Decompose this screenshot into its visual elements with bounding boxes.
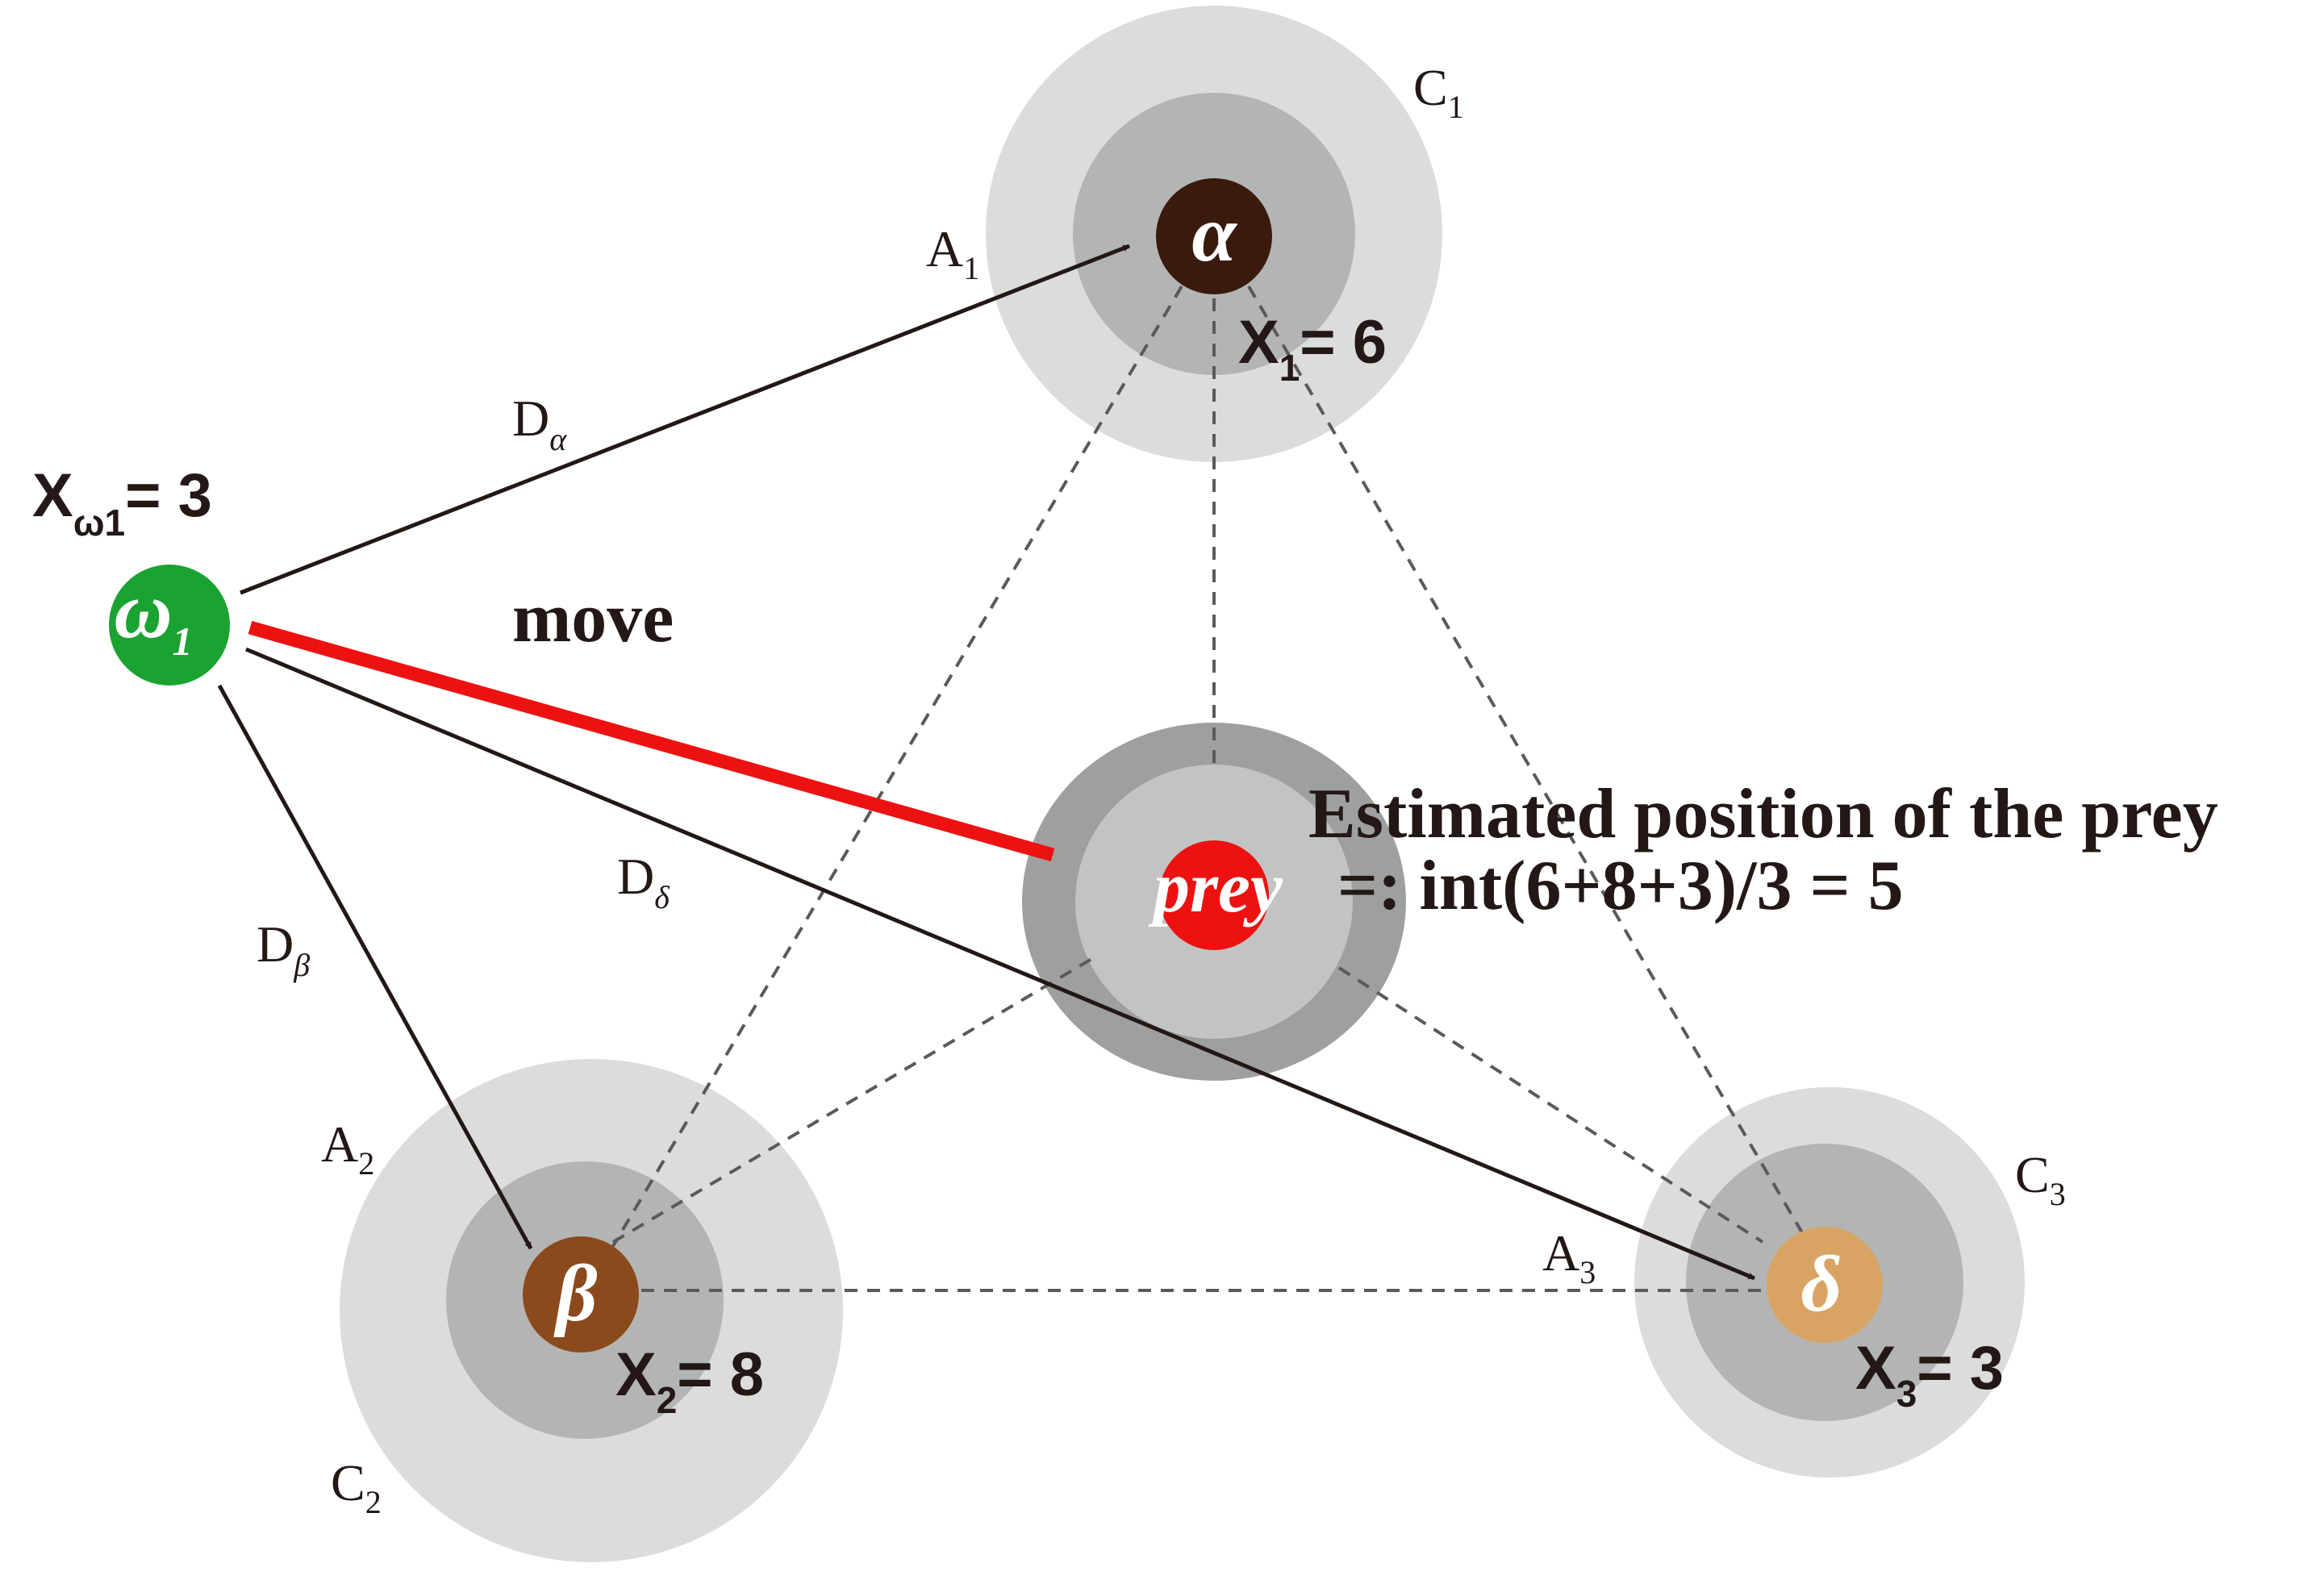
- omega-symbol: ω1: [114, 565, 192, 664]
- omega-dot: [109, 565, 230, 686]
- beta-coefficient-a: A2: [321, 1115, 374, 1182]
- arrow-omega-to-beta: [217, 684, 533, 1250]
- delta-coefficient-c: C3: [2015, 1146, 2066, 1212]
- beta-coefficient-c: C2: [331, 1454, 382, 1520]
- delta-node: δ: [1767, 1227, 1883, 1343]
- delta-symbol: δ: [1800, 1239, 1842, 1328]
- alpha-node: α: [1156, 178, 1272, 294]
- omega-value: Xω1= 3: [32, 461, 212, 544]
- beta-symbol: β: [553, 1248, 597, 1338]
- prey-label: prey: [1148, 848, 1283, 927]
- distance-alpha-label: Dα: [512, 390, 567, 457]
- move-label: move: [512, 579, 674, 657]
- distance-beta-label: Dβ: [257, 915, 310, 983]
- dash-alpha-delta: [1247, 285, 1805, 1236]
- distance-delta-label: Dδ: [617, 848, 670, 915]
- arrow-move-to-prey: [248, 620, 1055, 862]
- dash-alpha-beta: [611, 285, 1183, 1248]
- delta-dot: [1767, 1227, 1883, 1343]
- delta-coefficient-a: A3: [1542, 1224, 1596, 1290]
- alpha-value: X1= 6: [1238, 308, 1387, 389]
- alpha-symbol: α: [1191, 189, 1237, 278]
- prey-dot: [1159, 840, 1269, 950]
- prey-node: prey: [1148, 840, 1283, 950]
- dash-delta-prey: [1337, 966, 1764, 1244]
- dash-beta-prey: [611, 954, 1099, 1244]
- prey-estimate-line2: =: int(6+8+3)/3 = 5: [1337, 847, 1904, 925]
- beta-value: X2= 8: [615, 1340, 764, 1421]
- beta-node: β: [523, 1236, 639, 1353]
- delta-value: X3= 3: [1855, 1334, 2004, 1415]
- alpha-coefficient-a: A1: [926, 220, 979, 286]
- arrow-omega-to-delta: [245, 647, 1755, 1281]
- alpha-coefficient-c: C1: [1413, 59, 1464, 125]
- dashed-connections: [611, 285, 1805, 1292]
- omega-node: ω1: [109, 565, 230, 686]
- prey-estimate-line1: Estimated position of the prey: [1308, 775, 2218, 853]
- alpha-dot: [1156, 178, 1272, 294]
- arrow-omega-to-alpha: [240, 244, 1130, 595]
- beta-dot: [523, 1236, 639, 1353]
- direction-arrows: [217, 244, 1755, 1281]
